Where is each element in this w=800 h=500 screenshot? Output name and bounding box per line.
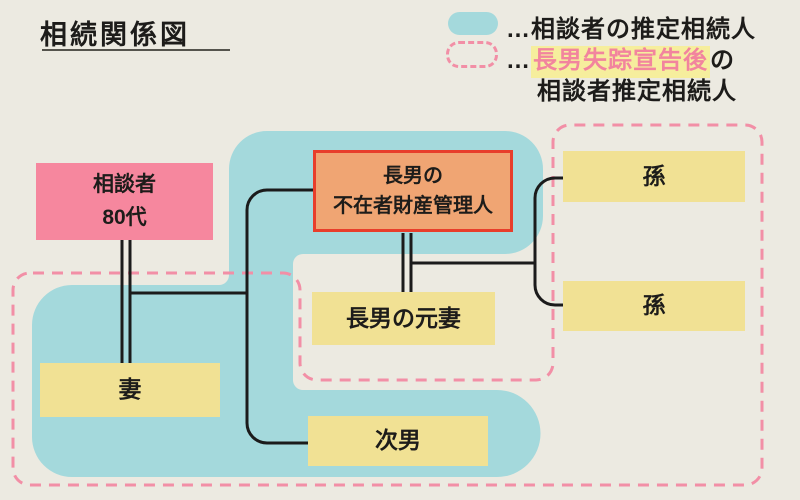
node-ex-wife: 長男の元妻	[312, 292, 495, 345]
node-consultant-line1: 相談者	[93, 172, 156, 196]
legend-item-post-disappearance: …長男失踪宣告後の	[506, 40, 735, 78]
node-manager-line2: 不在者財産管理人	[333, 195, 493, 217]
node-grandchild-bottom: 孫	[563, 281, 745, 331]
node-manager-line1: 長男の	[383, 165, 443, 187]
marriage-line-consultant-wife	[120, 240, 132, 363]
node-wife: 妻	[40, 363, 220, 417]
connector-grandchildren-rail	[533, 176, 563, 307]
legend-item-presumed-heirs: …相談者の推定相続人	[506, 16, 756, 43]
node-consultant: 相談者 80代	[36, 163, 213, 240]
post-disappearance-heirs-outline	[11, 123, 764, 487]
node-grandchild-top: 孫	[563, 151, 745, 202]
title-underline	[42, 49, 230, 51]
legend-item2-suffix: の	[710, 47, 735, 74]
node-second-son: 次男	[308, 416, 488, 466]
legend-item2-highlight: 長男失踪宣告後	[531, 46, 710, 78]
legend-item-post-disappearance-line2: 相談者推定相続人	[537, 78, 737, 105]
legend-item2-prefix: …	[506, 47, 531, 74]
node-absentee-property-manager: 長男の 不在者財産管理人	[313, 150, 513, 232]
legend-dashed-swatch	[446, 41, 498, 68]
node-consultant-line2: 80代	[102, 205, 147, 229]
legend-teal-swatch	[448, 12, 498, 35]
family-connector-lines	[120, 176, 563, 445]
page-title: 相続関係図	[40, 20, 190, 50]
connector-children-left-rail	[245, 188, 313, 445]
